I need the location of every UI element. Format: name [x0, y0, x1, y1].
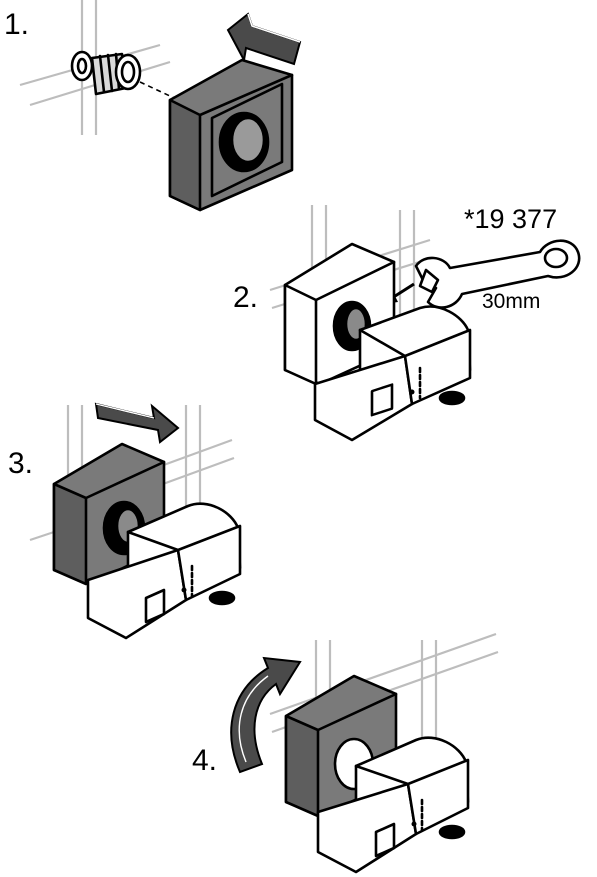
step-3-panel: 3. — [8, 402, 242, 640]
rotate-arrow-icon — [230, 656, 302, 774]
step-3-label: 3. — [8, 447, 33, 480]
wrench-size-label: 30mm — [482, 290, 540, 313]
step-1-label: 1. — [4, 8, 29, 41]
slide-arrow-icon — [94, 402, 180, 444]
push-arrow-icon — [226, 12, 302, 66]
cartridge-adapter-icon — [70, 50, 142, 96]
tool-part-number: *19 377 — [464, 204, 557, 234]
step-1-panel: 1. — [4, 0, 302, 212]
wrench-icon — [414, 239, 581, 309]
square-rosette-icon — [168, 58, 294, 212]
step-2-label: 2. — [233, 281, 258, 314]
step-2-panel: 2. *19 377 30mm — [233, 204, 581, 442]
step-2-valve-body-icon — [313, 305, 472, 442]
step-3-valve-body-icon — [86, 502, 242, 640]
step-4-panel: 4. — [192, 632, 499, 874]
step-4-label: 4. — [192, 744, 217, 777]
step-4-valve-body-icon — [316, 736, 470, 874]
